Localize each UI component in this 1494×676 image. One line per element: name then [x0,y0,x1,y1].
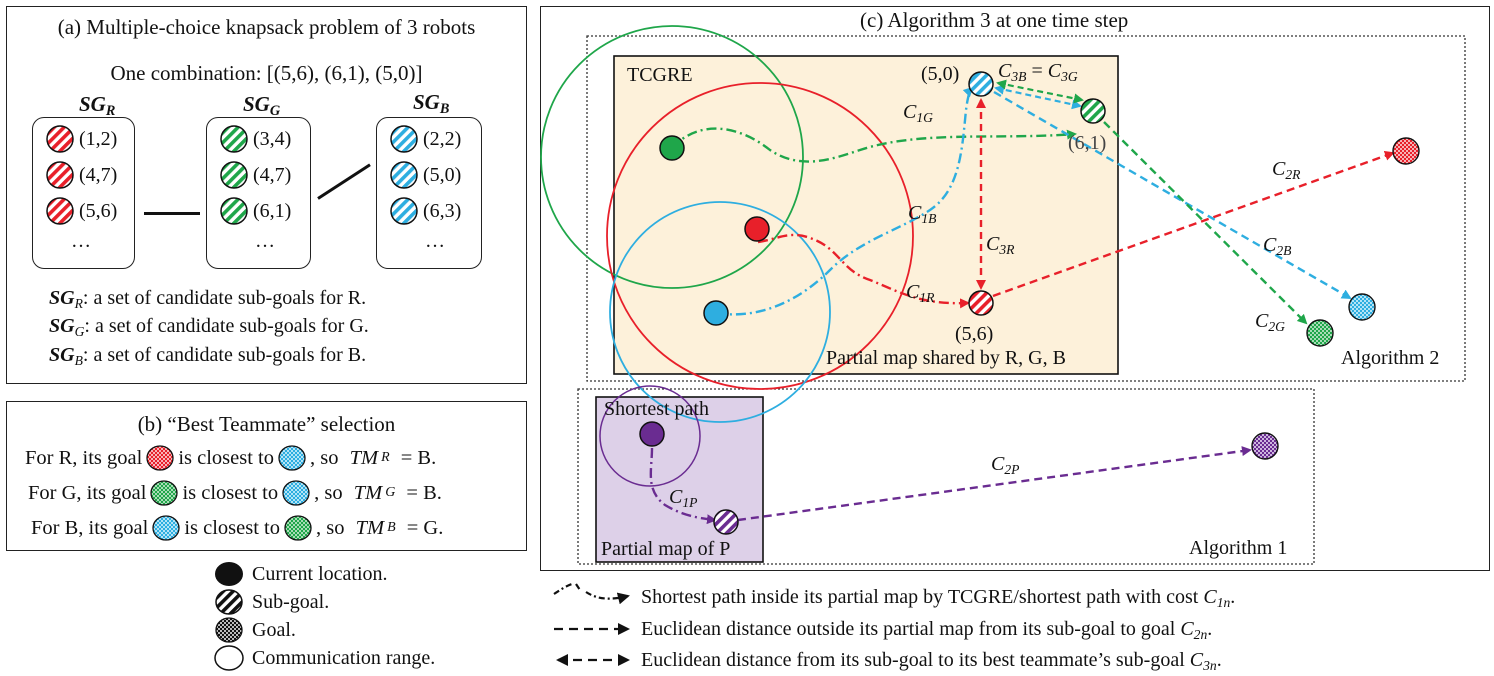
path-c2p [737,446,1252,522]
def-sg-b: SGB: a set of candidate sub-goals for B. [49,344,367,368]
panel-b-title: (b) “Best Teammate” selection [137,412,396,436]
path-c1p [649,447,717,525]
robot-blue-current [703,300,729,326]
sg-g-box: (3,4) (4,7) (6,1) … [206,117,311,269]
shortest-path-label: Shortest path [604,398,709,420]
purple-comm-range [599,385,701,487]
path-c2r [992,150,1395,298]
path-c2g [1103,121,1308,325]
more-ellipsis: … [71,230,91,252]
robot-purple-current [639,421,665,447]
cost-c1g: C1G [903,101,933,125]
more-ellipsis: … [425,230,445,252]
goal-red [1392,137,1420,165]
subgoal-blue [968,71,994,97]
sg-b-head: SGB [413,90,450,117]
more-ellipsis: … [255,230,275,252]
goal-green [1306,319,1334,347]
list-item: (3,4) [219,124,291,154]
shared-map-label: Partial map shared by R, G, B [826,347,1066,369]
path-c1r [757,233,970,309]
list-item: (6,1) [219,196,291,226]
current-location-icon [215,562,243,586]
panel-a-title: (a) Multiple-choice knapsack problem of … [57,15,476,39]
goal-purple [1251,432,1279,460]
cost-c3r: C3R [986,233,1015,257]
legend-c2n-text: Euclidean distance outside its partial m… [641,618,1213,642]
coord-5-0: (5,0) [921,63,960,85]
sg-r-head: SGR [79,92,116,119]
def-sg-g: SGG: a set of candidate sub-goals for G. [49,315,369,339]
cost-c2p: C2P [991,453,1020,477]
cost-c2r: C2R [1272,158,1301,182]
panel-a: (a) Multiple-choice knapsack problem of … [6,6,527,384]
subgoal-red [968,290,994,316]
path-c3g [996,79,1084,104]
goal-blue [1348,293,1376,321]
tcgre-map [613,55,1119,375]
legend-range: Communication range. [214,644,435,672]
list-item: (5,0) [389,160,461,190]
legend-goal: Goal. [214,616,296,644]
algorithm2-region [586,35,1466,382]
cost-c1p: C1P [669,486,698,510]
sg-g-head: SGG [243,92,281,119]
legend-subgoal: Sub-goal. [214,588,329,616]
green-comm-range [540,25,804,289]
robot-green-current [659,135,685,161]
panel-b: (b) “Best Teammate” selection For R, its… [6,401,527,551]
cost-c2b: C2B [1263,234,1292,258]
panel-c-title: (c) Algorithm 3 at one time step [860,8,1129,32]
tcgre-label: TCGRE [627,64,693,86]
cost-c1b: C1B [908,202,937,226]
cost-c2g: C2G [1255,310,1285,334]
robot-red-current [744,216,770,242]
def-sg-r: SGR: a set of candidate sub-goals for R. [49,287,367,311]
legend-current: Current location. [214,560,388,588]
coord-6-1: (6,1) [1068,132,1107,154]
subgoal-purple [713,509,739,535]
list-item: (6,3) [389,196,461,226]
sg-r-box: (1,2) (4,7) (5,6) … [32,117,135,269]
communication-range-icon [214,645,244,671]
algorithm2-label: Algorithm 2 [1341,347,1440,369]
combination-text: One combination: [(5,6), (6,1), (5,0)] [110,61,423,85]
list-item: (5,6) [45,196,117,226]
legend-c1n-text: Shortest path inside its partial map by … [641,586,1236,610]
cost-c1r: C1R [906,281,935,305]
path-c2b [993,90,1352,300]
legend-c3n-text: Euclidean distance from its sub-goal to … [641,649,1222,673]
list-item: (4,7) [45,160,117,190]
list-item: (4,7) [219,160,291,190]
connector-line [144,212,200,215]
c3b-eq-c3g-label: C3B = C3G [998,60,1078,84]
list-item: (2,2) [389,124,461,154]
partial-map-p [595,396,764,563]
subgoal-green [1080,98,1106,124]
blue-comm-range [609,201,831,423]
sg-b-box: (2,2) (5,0) (6,3) … [376,117,482,269]
legend-dashdot-line-icon [553,582,628,599]
red-comm-range [606,82,914,390]
algorithm1-label: Algorithm 1 [1189,537,1288,559]
partial-map-p-label: Partial map of P [601,538,731,560]
coord-5-6: (5,6) [955,323,994,345]
list-item: (1,2) [45,124,117,154]
algorithm1-region [577,388,1315,565]
